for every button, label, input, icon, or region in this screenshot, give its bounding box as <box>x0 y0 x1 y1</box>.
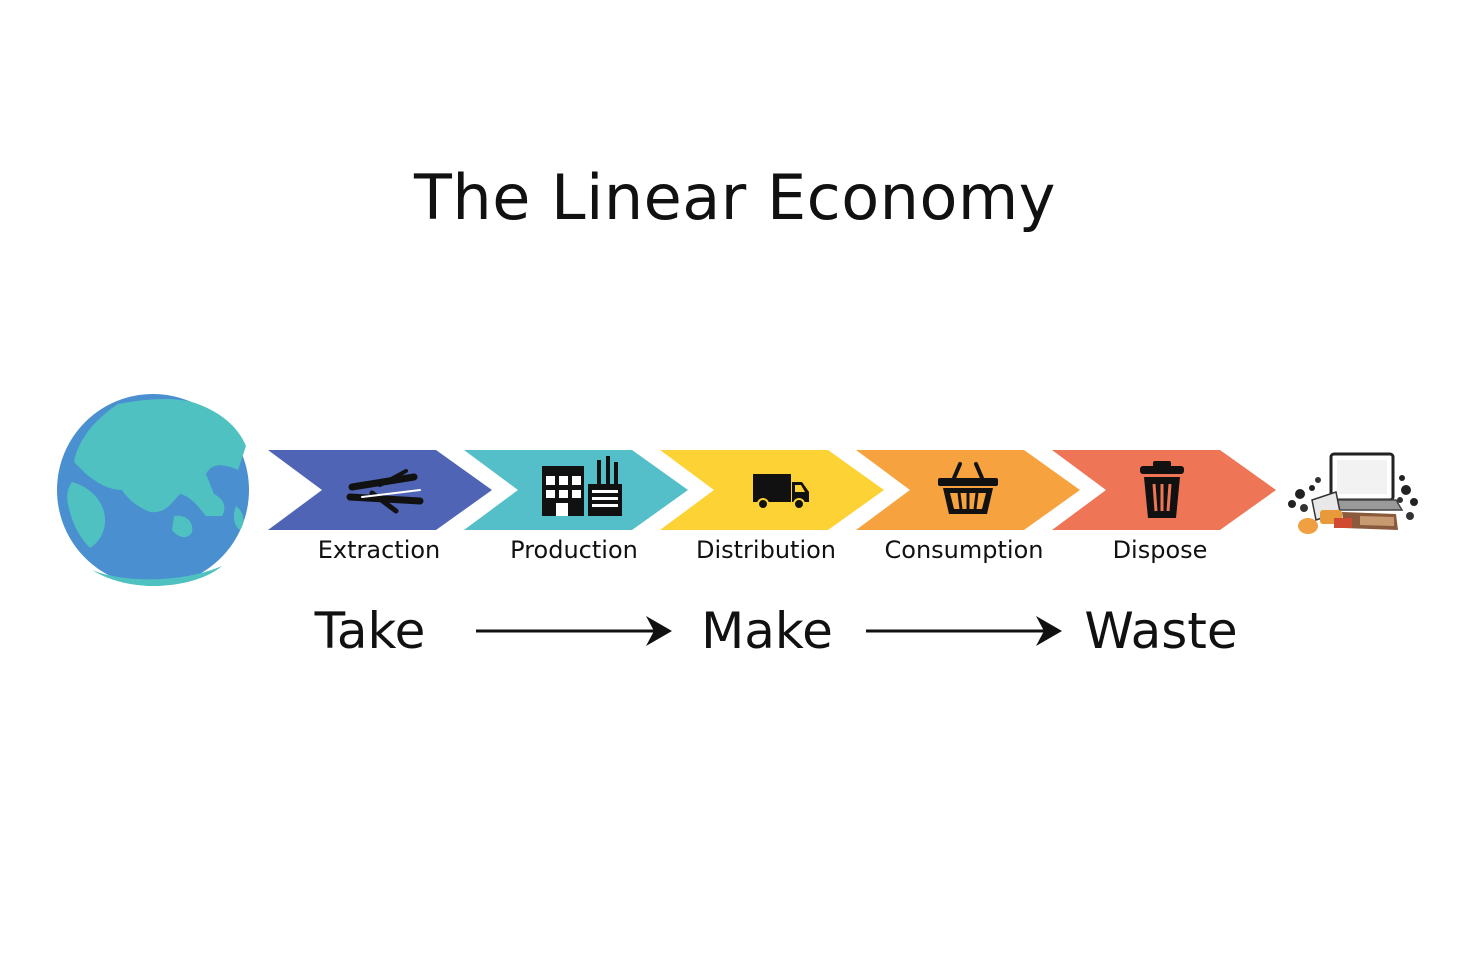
step-label-consumption: Consumption <box>884 536 1044 564</box>
trash-can-icon <box>1140 461 1184 518</box>
phase-label-make: Make <box>701 602 833 660</box>
earth-globe-icon <box>57 394 249 586</box>
step-label-extraction: Extraction <box>317 536 441 564</box>
basket-icon <box>938 462 998 514</box>
factory-icon <box>542 456 622 516</box>
take-to-make-arrow <box>476 616 672 646</box>
chevron-extraction <box>268 450 492 530</box>
phase-label-take: Take <box>314 602 426 660</box>
make-to-waste-arrow <box>866 616 1062 646</box>
phase-label-waste: Waste <box>1084 602 1238 660</box>
step-label-distribution: Distribution <box>695 536 836 564</box>
diagram-title: The Linear Economy <box>414 161 1056 234</box>
truck-icon <box>753 474 809 510</box>
logs-icon <box>346 469 424 514</box>
step-label-dispose: Dispose <box>1112 536 1208 564</box>
waste-pile-icon <box>1288 452 1418 534</box>
step-label-production: Production <box>510 536 638 564</box>
